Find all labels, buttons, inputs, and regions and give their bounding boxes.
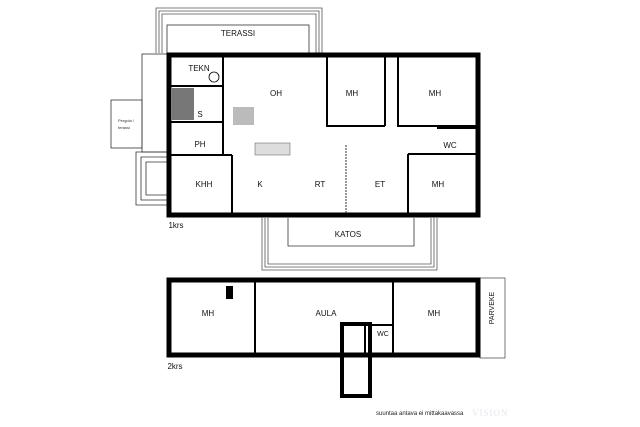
room-khh: KHH	[196, 180, 213, 189]
fireplace	[233, 107, 254, 125]
room-mh-3: MH	[432, 180, 445, 189]
chimney	[226, 286, 233, 299]
katos-porch	[261, 218, 438, 271]
room-rt: RT	[315, 180, 326, 189]
counter	[254, 142, 291, 156]
room-tekn: TEKN	[188, 64, 210, 73]
room-et: ET	[375, 180, 385, 189]
room2-aula: AULA	[316, 309, 338, 318]
room-s: S	[197, 110, 202, 119]
floor2-walls	[166, 277, 481, 358]
watermark: VISION	[472, 408, 509, 418]
room-k: K	[257, 180, 263, 189]
room-mh-2: MH	[429, 89, 442, 98]
floor1-label: 1krs	[168, 221, 183, 230]
floor2-label: 2krs	[167, 362, 182, 371]
room-mh-1: MH	[346, 89, 359, 98]
scale-note: suuntaa antava ei mittakaavassa	[376, 411, 464, 417]
room2-mh-1: MH	[202, 309, 215, 318]
room2-parveke: PARVEKE	[489, 291, 496, 324]
room-terassi: TERASSI	[221, 29, 255, 38]
boiler	[208, 71, 220, 83]
room-oh: OH	[270, 89, 282, 98]
room2-mh-2: MH	[428, 309, 441, 318]
pergola-label: Pergola /	[118, 118, 135, 123]
floor1-walls	[166, 52, 481, 218]
room2-wc: WC	[377, 331, 389, 338]
pergola-label-2: terassi	[118, 125, 130, 130]
floor1-interior-walls	[169, 55, 479, 215]
room-wc: WC	[443, 141, 457, 150]
room-ph: PH	[194, 140, 205, 149]
sauna-bench	[172, 88, 194, 120]
room-katos: KATOS	[335, 230, 361, 239]
floor2-interior-walls	[254, 280, 394, 355]
